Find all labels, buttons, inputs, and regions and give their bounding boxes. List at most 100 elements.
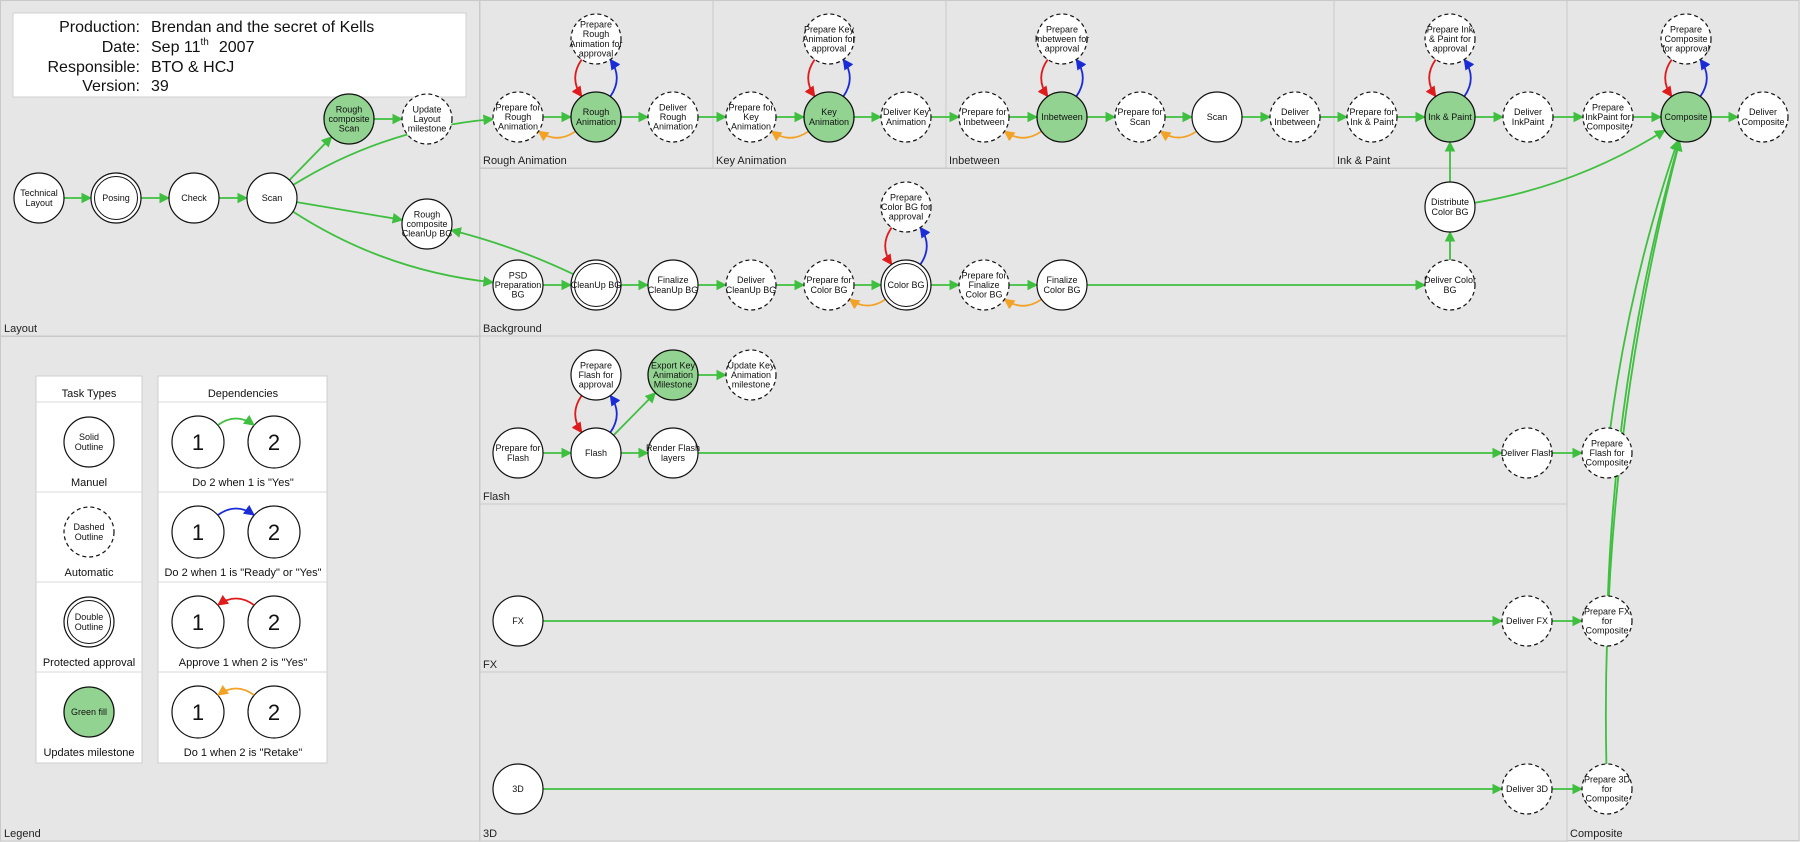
node-fx-shape <box>492 595 544 647</box>
legend-dep-node-b: 2 <box>247 595 301 649</box>
legend-dep-node-a-shape <box>171 685 225 739</box>
node-deliver-flash[interactable]: Deliver Flash <box>1501 427 1554 479</box>
node-scan-inbetween[interactable]: Scan <box>1191 91 1243 143</box>
node-prep-inkpaint-composite-label-line: Prepare <box>1592 102 1624 112</box>
node-color-bg[interactable]: Color BG <box>880 259 932 311</box>
node-prep-inkpaint-label-line: Prepare for <box>1349 107 1394 117</box>
node-fx[interactable]: FX <box>492 595 544 647</box>
lane-label-rough-animation: Rough Animation <box>483 155 567 167</box>
node-composite-label-line: Composite <box>1664 112 1707 122</box>
node-prep-scan-shape <box>1114 91 1166 143</box>
node-prep-inkpaint-approval-label-line: & Paint for <box>1429 34 1471 44</box>
node-deliver-3d[interactable]: Deliver 3D <box>1501 763 1553 815</box>
node-three-d[interactable]: 3D <box>492 763 544 815</box>
node-flash[interactable]: Flash <box>570 427 622 479</box>
node-inbetween[interactable]: Inbetween <box>1036 91 1088 143</box>
node-check[interactable]: Check <box>168 172 220 224</box>
legend-dep-caption: Do 2 when 1 is "Yes" <box>192 477 294 489</box>
node-three-d-label-line: 3D <box>512 784 524 794</box>
node-posing[interactable]: Posing <box>90 172 142 224</box>
node-prep-composite-approval-label-line: for approval <box>1662 44 1710 54</box>
node-prep-scan-label-line: Prepare for <box>1117 107 1162 117</box>
dependency-arrows <box>64 58 1740 795</box>
node-finalize-color-bg-label-line: Finalize <box>1046 275 1077 285</box>
node-prep-inkpaint-composite-shape <box>1582 91 1634 143</box>
node-rough-composite-cleanup-bg-label-line: Rough <box>414 209 441 219</box>
node-update-layout-milestone-label-line: Layout <box>413 114 441 124</box>
node-psd-prep-bg-label-line: Preparation <box>495 280 542 290</box>
node-scan-layout[interactable]: Scan <box>246 172 298 224</box>
node-composite[interactable]: Composite <box>1660 91 1712 143</box>
legend-dep-node-a: 1 <box>171 505 225 559</box>
node-deliver-flash-label: Deliver Flash <box>1501 448 1554 458</box>
legend-type-solid-inner-line: Solid <box>79 432 99 442</box>
legend-dep-node-b-shape <box>247 415 301 469</box>
node-check-label-line: Check <box>181 193 207 203</box>
node-prep-fx-composite-label-line: for <box>1602 616 1613 626</box>
node-deliver-rough-label-line: Animation <box>653 122 693 132</box>
node-update-key-milestone-label-line: Update Key <box>727 360 775 370</box>
node-ink-paint[interactable]: Ink & Paint <box>1424 91 1476 143</box>
node-psd-prep-bg-shape <box>492 259 544 311</box>
node-rough-composite-scan-shape <box>323 93 375 145</box>
legend-type-double-shape <box>63 596 115 648</box>
node-cleanup-bg[interactable]: CleanUp BG <box>570 259 622 311</box>
node-ink-paint-label-line: Ink & Paint <box>1428 112 1472 122</box>
node-deliver-fx[interactable]: Deliver FX <box>1501 595 1553 647</box>
legend-type-dashed-inner-line: Outline <box>75 532 104 542</box>
legend-dep-node-a-shape <box>171 505 225 559</box>
node-prep-flash-approval-shape <box>570 349 622 401</box>
node-flash-label-line: Flash <box>585 448 607 458</box>
